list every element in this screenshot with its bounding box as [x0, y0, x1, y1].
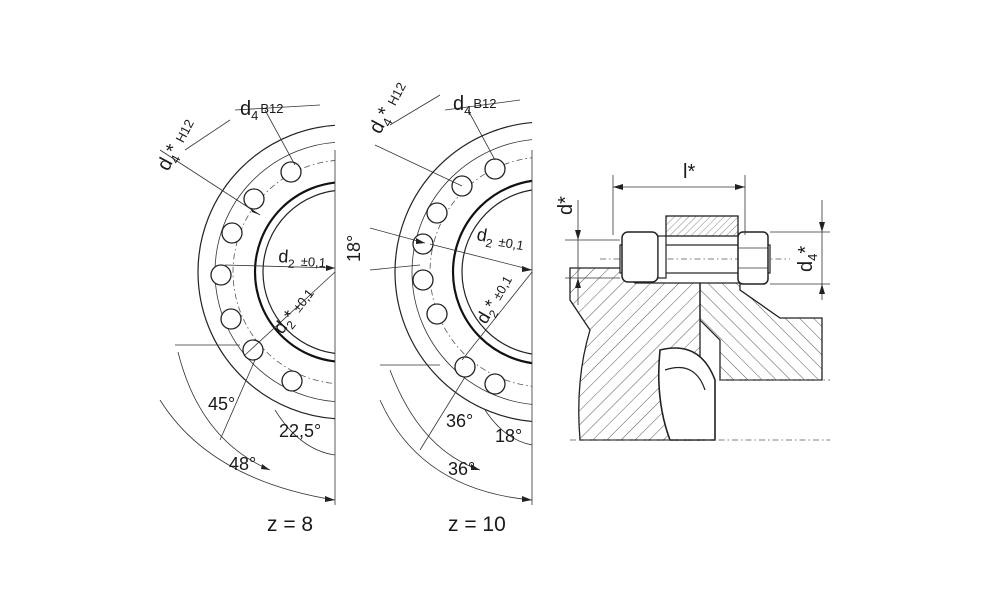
mid-angle-36-a: 36°	[446, 411, 473, 431]
mid-hole-5	[412, 269, 434, 291]
bolt-head	[621, 231, 659, 283]
nut	[737, 231, 769, 285]
section-dstar-label: d*	[555, 196, 577, 215]
mid-angle-18-b: 18°	[495, 426, 522, 446]
section-d4star-label: d4*	[795, 246, 820, 272]
mid-hole-1	[484, 158, 506, 180]
left-caption: z = 8	[267, 513, 313, 536]
mid-hole-7	[454, 356, 476, 378]
mid-d2-label: d2±0,1	[475, 224, 526, 256]
mid-bore-inner	[461, 189, 532, 355]
left-hole-2	[243, 188, 265, 210]
left-bolt-circle	[232, 160, 335, 384]
left-bore-inner	[262, 190, 335, 354]
left-d2-label: d2±0,1	[277, 246, 326, 273]
mid-bore-outer	[451, 179, 532, 365]
left-hole-5	[220, 308, 242, 330]
spacer-sleeve	[665, 215, 739, 237]
shaft-groove	[658, 347, 716, 441]
left-hole-1	[280, 161, 302, 183]
left-angle-22-5: 22,5°	[279, 421, 321, 441]
left-hole-6	[242, 339, 264, 361]
left-d4star-label: d4*H12	[153, 115, 201, 176]
left-hole-7	[281, 370, 303, 392]
mid-angle-36-c: 36°	[448, 459, 475, 479]
left-angle-45: 45°	[208, 394, 235, 414]
left-hole-3	[221, 222, 243, 244]
mid-outer-rim-inner	[411, 139, 532, 405]
left-bore-outer	[253, 181, 335, 363]
section-view: l* d* d4*	[555, 161, 830, 441]
mid-d4star-label: d4*H12	[365, 78, 413, 139]
left-angle-48: 48°	[229, 454, 256, 474]
left-outer-rim	[197, 124, 335, 420]
mid-caption: z = 10	[448, 513, 506, 536]
mid-hole-4	[412, 233, 434, 255]
mid-hole-3	[426, 202, 448, 224]
mid-outer-rim	[394, 121, 532, 423]
mid-hole-6	[426, 303, 448, 325]
mid-hole-8	[484, 373, 506, 395]
left-hole-4	[210, 264, 232, 286]
mid-angle-18-top: 18°	[344, 235, 364, 262]
section-l-label: l*	[683, 161, 695, 183]
flange-section	[699, 282, 823, 381]
mid-d2star-label: d2*±0,1	[472, 271, 519, 329]
